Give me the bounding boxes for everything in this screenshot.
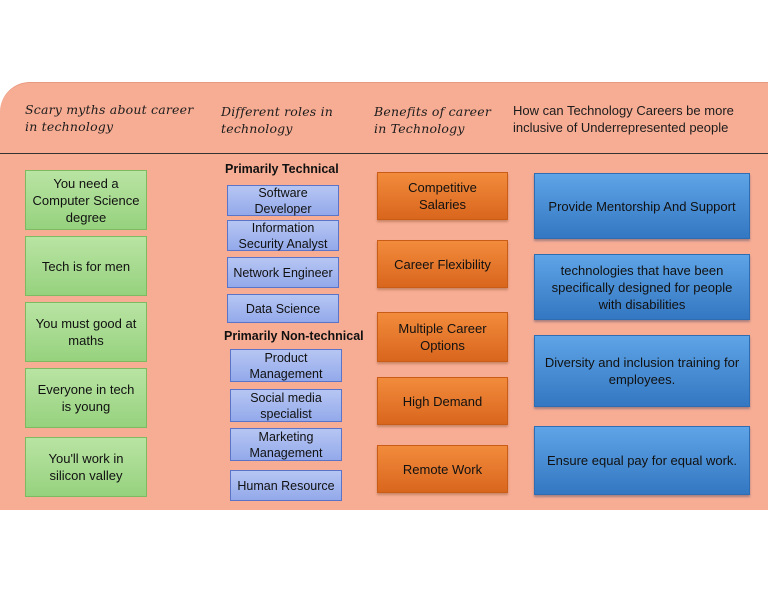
header-myths: Scary myths about career in technology: [25, 102, 194, 134]
role-box: Data Science: [227, 294, 339, 323]
nontechnical-roles-title: Primarily Non-technical: [224, 329, 364, 343]
myth-box: You need a Computer Science degree: [25, 170, 147, 230]
role-box: Software Developer: [227, 185, 339, 216]
myth-box: Everyone in tech is young: [25, 368, 147, 428]
inclusion-box: Ensure equal pay for equal work.: [534, 426, 750, 495]
role-box: Marketing Management: [230, 428, 342, 461]
benefit-box: Competitive Salaries: [377, 172, 508, 220]
inclusion-box: Diversity and inclusion training for emp…: [534, 335, 750, 407]
role-box: Social media specialist: [230, 389, 342, 422]
inclusion-box: Provide Mentorship And Support: [534, 173, 750, 239]
myth-box: You'll work in silicon valley: [25, 437, 147, 497]
myth-box: Tech is for men: [25, 236, 147, 296]
header-inclusion: How can Technology Careers be more inclu…: [513, 103, 734, 135]
role-box: Product Management: [230, 349, 342, 382]
header-divider: [0, 153, 768, 154]
role-box: Information Security Analyst: [227, 220, 339, 251]
inclusion-box: technologies that have been specifically…: [534, 254, 750, 320]
myth-box: You must good at maths: [25, 302, 147, 362]
benefit-box: Career Flexibility: [377, 240, 508, 288]
benefit-box: Remote Work: [377, 445, 508, 493]
role-box: Human Resource: [230, 470, 342, 501]
benefit-box: Multiple Career Options: [377, 312, 508, 362]
technical-roles-title: Primarily Technical: [225, 162, 339, 176]
header-benefits: Benefits of career in Technology: [374, 104, 491, 136]
header-roles: Different roles in technology: [221, 104, 334, 136]
benefit-box: High Demand: [377, 377, 508, 425]
role-box: Network Engineer: [227, 257, 339, 288]
